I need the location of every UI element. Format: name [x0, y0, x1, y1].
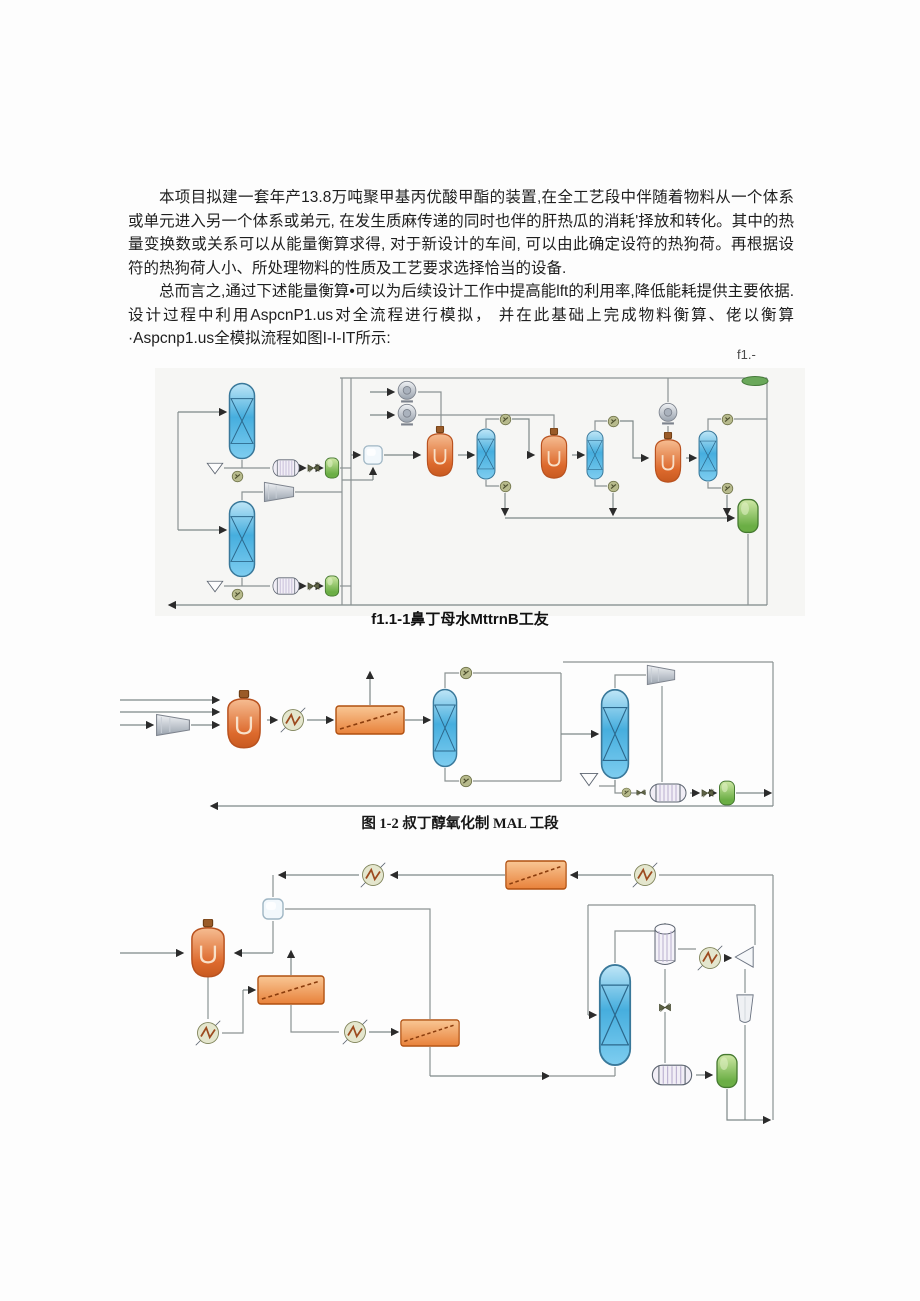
stream-lines: [120, 661, 774, 811]
storage-vessel-icon: [719, 780, 735, 806]
pump-icon: [231, 470, 244, 483]
distillation-column-icon: [600, 688, 630, 780]
valve-icon: [701, 788, 714, 798]
pump-icon: [231, 588, 244, 601]
pump-icon: [499, 413, 512, 426]
heat-exchanger-block-icon: [335, 705, 405, 735]
stream-lines: [167, 377, 768, 610]
shell-tube-exchanger-icon: [649, 783, 687, 803]
distillation-column-icon: [476, 428, 496, 480]
stirred-reactor-icon: [540, 428, 568, 480]
storage-vessel-icon: [737, 498, 759, 534]
paragraph-1: 本项目拟建一套年产13.8万吨聚甲基丙优酸甲酯的装置,在全工艺段中伴随着物料从一…: [128, 189, 794, 277]
mixer-icon: [262, 898, 284, 920]
process-flow-diagram-3: [120, 860, 774, 1125]
heat-exchanger-circle-icon: [631, 861, 659, 889]
distillation-column-icon: [598, 963, 632, 1067]
distillation-column-icon: [228, 382, 256, 460]
distillation-column-icon: [228, 500, 256, 578]
blower-icon: [397, 403, 417, 426]
valve-icon: [307, 463, 320, 473]
valve-icon: [636, 789, 646, 796]
shell-tube-exchanger-icon: [651, 1064, 693, 1086]
heat-exchanger-circle-icon: [696, 944, 724, 972]
stream-lines: [120, 870, 774, 1125]
heat-exchanger-block-icon: [400, 1019, 460, 1047]
heat-exchanger-block-icon: [257, 975, 325, 1005]
pump-icon: [459, 774, 473, 788]
process-flow-diagram-1: [155, 368, 805, 616]
blower-icon: [397, 380, 417, 403]
stirred-reactor-icon: [426, 426, 454, 478]
figure-2-caption: 图 1-2 叔丁醇氧化制 MAL 工段: [361, 816, 559, 832]
paragraph-2: 总而言之,通过下述能量衡算•可以为后续设计工作中提高能lft的利用率,降低能耗提…: [128, 283, 794, 347]
nozzle-icon: [734, 946, 754, 968]
heat-exchanger-circle-icon: [279, 706, 307, 734]
heat-exchanger-block-icon: [505, 860, 567, 890]
mixer-icon: [363, 445, 383, 465]
distillation-column-icon: [586, 430, 604, 480]
pump-icon: [621, 787, 632, 798]
funnel-icon: [206, 462, 224, 475]
valve-icon: [659, 1003, 671, 1012]
distillation-column-icon: [432, 688, 458, 768]
shell-tube-exchanger-icon: [272, 459, 300, 477]
pump-icon: [607, 480, 620, 493]
pump-icon: [459, 666, 473, 680]
blower-icon: [658, 402, 678, 425]
pump-icon: [721, 482, 734, 495]
pump-icon: [721, 413, 734, 426]
stirred-reactor-icon: [654, 432, 682, 484]
body-text: 本项目拟建一套年产13.8万吨聚甲基丙优酸甲酯的装置,在全工艺段中伴随着物料从一…: [128, 186, 794, 351]
pump-icon: [499, 480, 512, 493]
tube-bundle-icon: [654, 923, 676, 965]
compressor-icon: [646, 664, 676, 686]
vent-ellipse-icon: [741, 376, 769, 386]
funnel-icon: [206, 580, 224, 593]
stirred-reactor-icon: [190, 919, 226, 978]
storage-vessel-icon: [324, 575, 340, 597]
figure-1-caption: f1.1-1鼻丁母水MttrnB工友: [371, 611, 549, 628]
valve-icon: [307, 581, 320, 591]
storage-vessel-icon: [324, 457, 340, 479]
funnel-icon: [579, 772, 599, 787]
stirred-reactor-icon: [226, 690, 262, 749]
compressor-icon: [156, 713, 190, 737]
distillation-column-icon: [698, 430, 718, 482]
storage-vessel-icon: [716, 1053, 738, 1089]
heat-exchanger-circle-icon: [194, 1019, 222, 1047]
pump-icon: [607, 415, 620, 428]
process-flow-diagram-2: [120, 661, 774, 811]
figure-1-corner-label: f1.-: [737, 347, 756, 362]
shell-tube-exchanger-icon: [272, 577, 300, 595]
cup-icon: [736, 994, 754, 1023]
heat-exchanger-circle-icon: [359, 861, 387, 889]
compressor-icon: [263, 481, 295, 503]
heat-exchanger-circle-icon: [341, 1018, 369, 1046]
